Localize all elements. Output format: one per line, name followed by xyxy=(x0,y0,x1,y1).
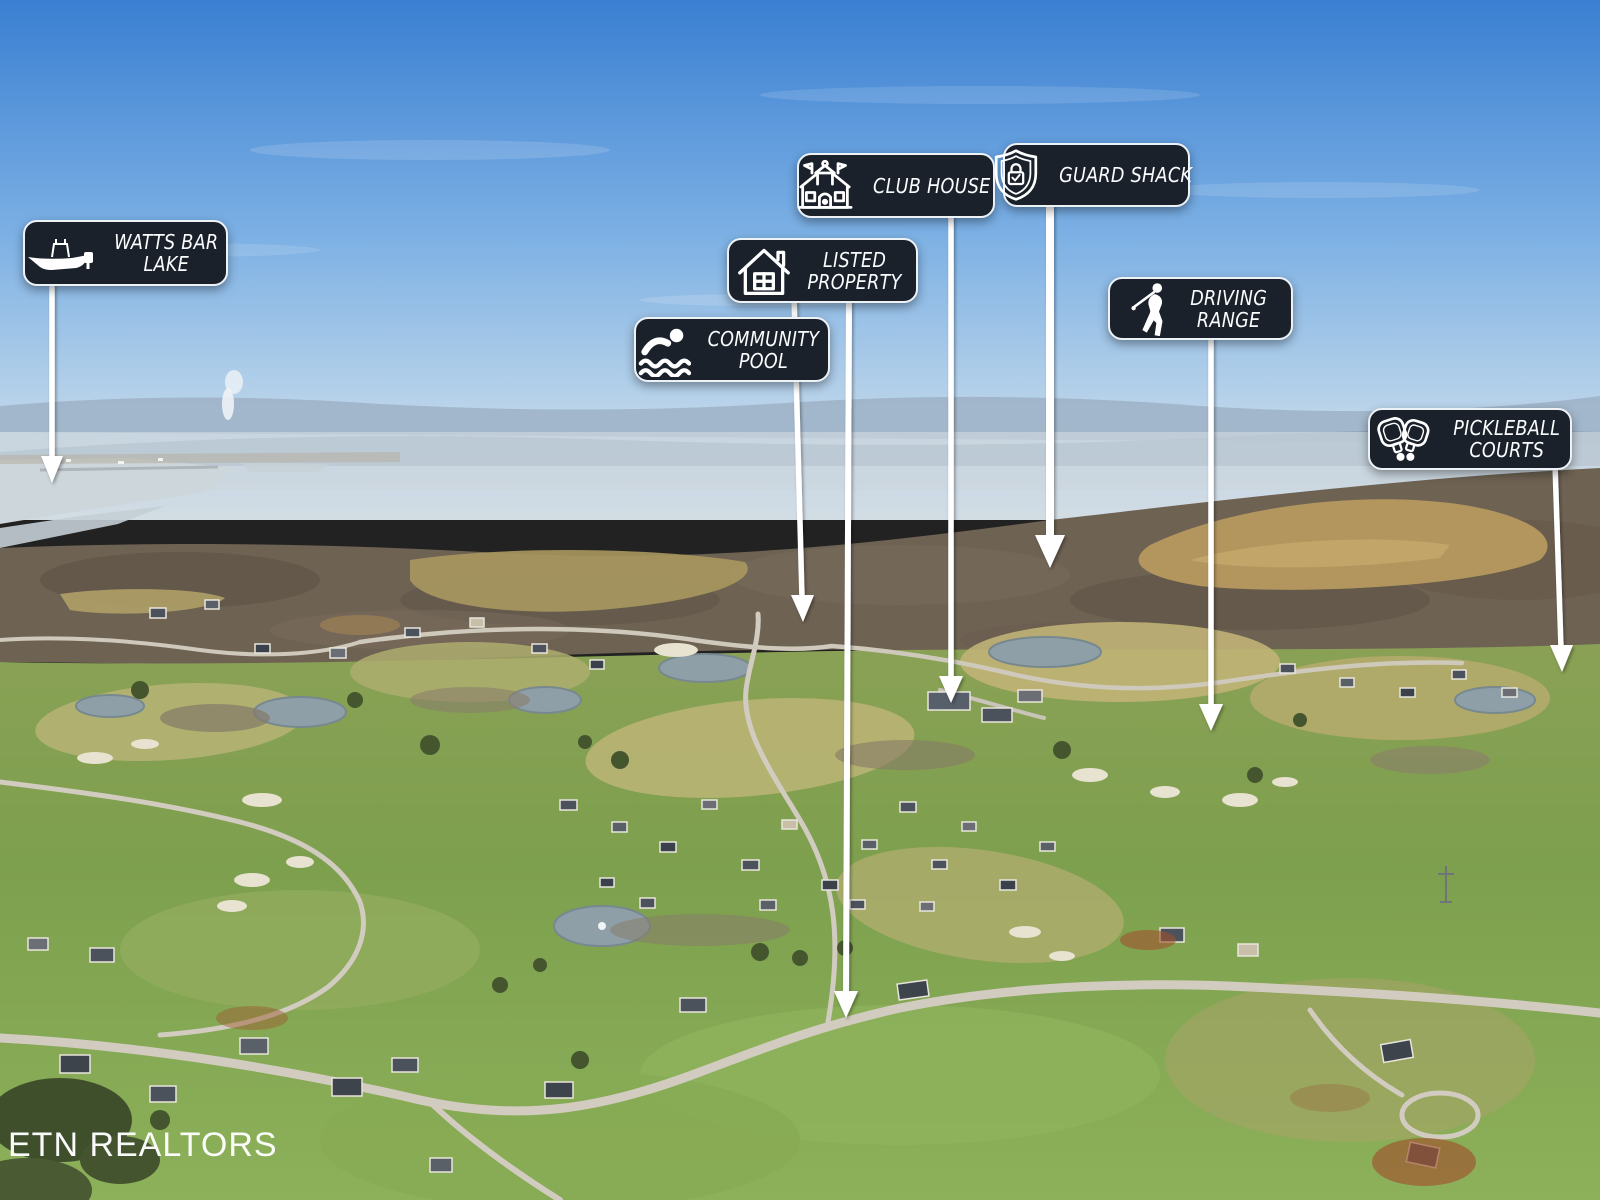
golfer-icon xyxy=(1128,281,1176,337)
label-listed-property-text: LISTED PROPERTY xyxy=(807,247,903,294)
label-guard-shack-text: GUARD SHACK xyxy=(1059,163,1193,187)
trees xyxy=(0,681,1490,1200)
steam-plume xyxy=(222,370,243,420)
realtor-watermark: ETN REALTORS xyxy=(8,1126,278,1164)
label-pickleball-courts-text: PICKLEBALL COURTS xyxy=(1453,416,1560,462)
pickleball-paddles-icon xyxy=(1373,414,1437,464)
bridge xyxy=(39,465,219,472)
clubhouse-icon xyxy=(794,159,856,213)
boat-icon xyxy=(26,233,98,273)
label-guard-shack: GUARD SHACK xyxy=(995,143,1193,207)
dirt-patches xyxy=(216,615,1476,1186)
label-pickleball-courts: PICKLEBALL COURTS xyxy=(1368,408,1572,470)
label-watts-bar-lake-text: WATTS BAR LAKE xyxy=(113,230,219,276)
house-icon xyxy=(736,243,792,299)
construction-site xyxy=(1372,1138,1476,1186)
label-community-pool: COMMUNITY POOL xyxy=(634,317,830,382)
cleared-hill xyxy=(60,499,1548,614)
roads xyxy=(0,611,1600,1200)
far-shore xyxy=(0,452,400,464)
label-club-house-text: CLUB HOUSE xyxy=(872,173,991,198)
label-driving-range: DRIVING RANGE xyxy=(1108,277,1293,340)
label-watts-bar-lake: WATTS BAR LAKE xyxy=(23,220,228,286)
label-driving-range-text: DRIVING RANGE xyxy=(1190,285,1268,332)
cul-de-sac xyxy=(1399,1090,1481,1140)
fountain xyxy=(598,922,606,930)
shield-lock-icon xyxy=(991,148,1041,202)
swimmer-icon xyxy=(637,323,692,377)
label-listed-property: LISTED PROPERTY xyxy=(727,238,918,303)
power-tower xyxy=(1438,866,1454,903)
sand-bunkers xyxy=(77,643,1298,961)
label-community-pool-text: COMMUNITY POOL xyxy=(707,326,820,373)
label-club-house: CLUB HOUSE xyxy=(797,153,995,218)
